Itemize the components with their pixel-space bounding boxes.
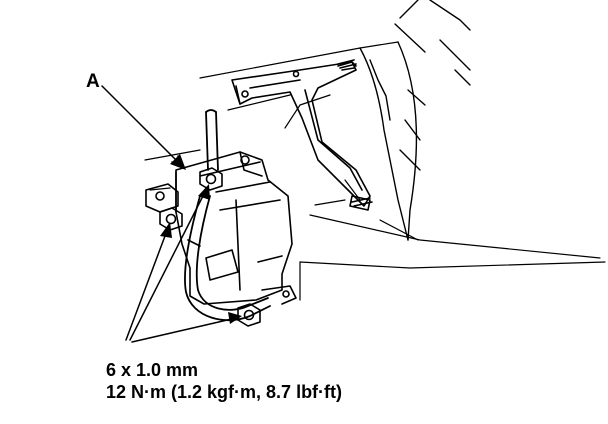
bolt-size-spec: 6 x 1.0 mm bbox=[106, 360, 199, 380]
mounting-plate bbox=[231, 61, 371, 211]
body-panel-lines bbox=[144, 41, 606, 301]
stud-upper bbox=[337, 59, 357, 69]
bolt-lower bbox=[237, 303, 261, 327]
stud-lower bbox=[351, 197, 373, 207]
wire-harness bbox=[184, 109, 271, 322]
leader-line-a bbox=[101, 85, 186, 170]
bolt-upper bbox=[199, 167, 223, 191]
callout-label-a: A bbox=[86, 71, 100, 92]
door-pillar bbox=[359, 0, 471, 241]
module-flange bbox=[145, 171, 179, 213]
torque-spec: 12 N·m (1.2 kgf·m, 8.7 lbf·ft) bbox=[106, 382, 343, 402]
bolt-left bbox=[159, 207, 183, 231]
spec-leader-lines bbox=[125, 184, 242, 343]
control-module bbox=[175, 151, 297, 305]
